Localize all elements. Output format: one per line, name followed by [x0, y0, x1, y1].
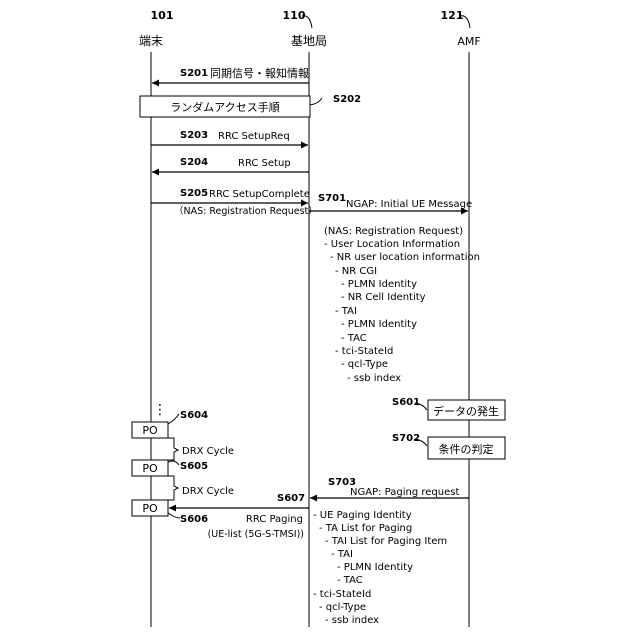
continuation-dots: ⋮ [153, 402, 167, 418]
s605-leader [168, 461, 179, 465]
bs-label: 基地局 [291, 34, 327, 48]
po-label: PO [142, 502, 158, 515]
s205-label: RRC SetupComplete [209, 189, 310, 200]
po-label: PO [142, 424, 158, 437]
drx-brace-1 [168, 438, 178, 460]
s703-label: NGAP: Paging request [350, 487, 459, 498]
content-line: - TAI [335, 306, 357, 317]
po-3: PO [132, 500, 168, 516]
s205-sub: （NAS: Registration Request） [174, 205, 318, 217]
content-line: - tci-StateId [313, 589, 371, 600]
content-line: - qcl-Type [341, 359, 388, 370]
po-label: PO [142, 462, 158, 475]
s606-id: S606 [180, 514, 208, 525]
s204-label: RRC Setup [238, 158, 291, 169]
s205-id: S205 [180, 188, 208, 199]
po-1: PO [132, 422, 168, 438]
drx-brace-2 [168, 476, 178, 500]
content-line: - qcl-Type [319, 602, 366, 613]
content-line: - UE Paging Identity [313, 510, 412, 521]
content-line: - TA List for Paging [319, 523, 412, 534]
content-line: - PLMN Identity [341, 279, 417, 290]
content-line: - User Location Information [324, 239, 460, 250]
s702-label: 条件の判定 [439, 442, 494, 456]
content-line: - TAI List for Paging Item [325, 536, 447, 547]
amf-label: AMF [457, 35, 480, 48]
s203-id: S203 [180, 130, 208, 141]
drx-label-1: DRX Cycle [182, 446, 234, 457]
content-line: - TAC [341, 333, 367, 344]
content-line: (NAS: Registration Request) [324, 226, 463, 237]
s605-id: S605 [180, 461, 208, 472]
s601-label: データの発生 [433, 404, 499, 418]
paging-contents: - UE Paging Identity - TA List for Pagin… [313, 510, 447, 626]
content-line: - ssb index [347, 373, 401, 384]
s702-id: S702 [392, 433, 420, 444]
entity-base-station: 110 基地局 [283, 9, 327, 48]
s604-leader [168, 414, 179, 424]
content-line: - NR user location information [330, 252, 480, 263]
po-2: PO [132, 460, 168, 476]
content-line: - TAI [331, 549, 353, 560]
content-line: - TAC [337, 575, 363, 586]
ue-label: 端末 [139, 34, 163, 48]
s701-id: S701 [318, 193, 346, 204]
s202-label: ランダムアクセス手順 [170, 100, 279, 114]
s604-id: S604 [180, 410, 208, 421]
drx-label-2: DRX Cycle [182, 486, 234, 497]
content-line: - NR Cell Identity [341, 292, 426, 303]
s202-id: S202 [333, 94, 361, 105]
s607-sub: (UE-list (5G-S-TMSI)) [208, 529, 304, 540]
ue-ref: 101 [151, 9, 174, 22]
entity-ue: 101 端末 [139, 9, 173, 48]
s607-label: RRC Paging [246, 514, 303, 525]
content-line: - PLMN Identity [337, 562, 413, 573]
s201-id: S201 [180, 68, 208, 79]
s203-label: RRC SetupReq [218, 131, 290, 142]
s606-leader [168, 513, 180, 518]
content-line: - PLMN Identity [341, 319, 417, 330]
s202-leader [310, 98, 322, 105]
entity-amf: 121 AMF [441, 9, 481, 48]
s607-id: S607 [277, 493, 305, 504]
s601-id: S601 [392, 397, 420, 408]
s201-label: 同期信号・報知情報 [210, 66, 309, 80]
s204-id: S204 [180, 157, 208, 168]
s701-label: NGAP: Initial UE Message [346, 199, 472, 210]
content-line: - tci-StateId [335, 346, 393, 357]
content-line: - ssb index [325, 615, 379, 626]
content-line: - NR CGI [335, 266, 377, 277]
initial-ue-contents: (NAS: Registration Request) - User Locat… [324, 226, 480, 384]
